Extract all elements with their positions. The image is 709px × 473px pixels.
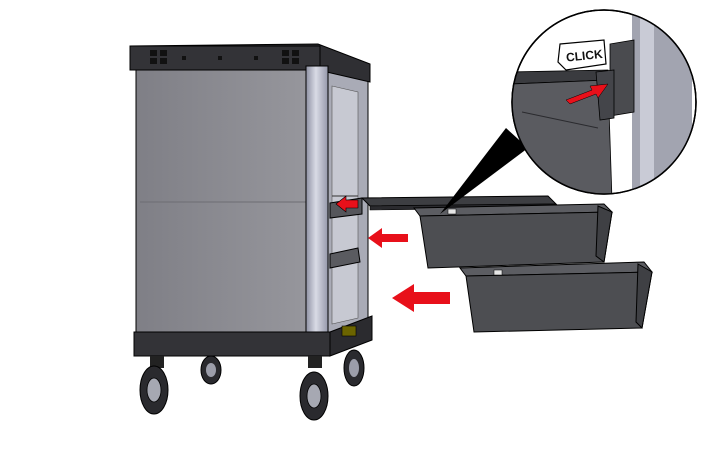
cart-bottom-base [133, 315, 373, 357]
caster-front-left [139, 356, 169, 415]
arrow-left-icon [335, 195, 359, 213]
drawer-lower [459, 261, 654, 333]
drawer-upper [413, 203, 614, 269]
click-label: CLICK [557, 39, 607, 71]
caster-back-left [200, 355, 222, 385]
arrow-right-icon [565, 83, 609, 105]
caster-back-right [343, 349, 365, 387]
cart-top-cap [129, 43, 371, 83]
click-label-text: CLICK [565, 47, 603, 65]
cart-corner-post [305, 65, 329, 345]
arrow-left-icon [368, 228, 408, 248]
detail-callout: CLICK [440, 9, 697, 214]
arrow-left-icon [392, 284, 450, 312]
tool-cart [129, 43, 373, 421]
caster-front-right [299, 356, 329, 421]
